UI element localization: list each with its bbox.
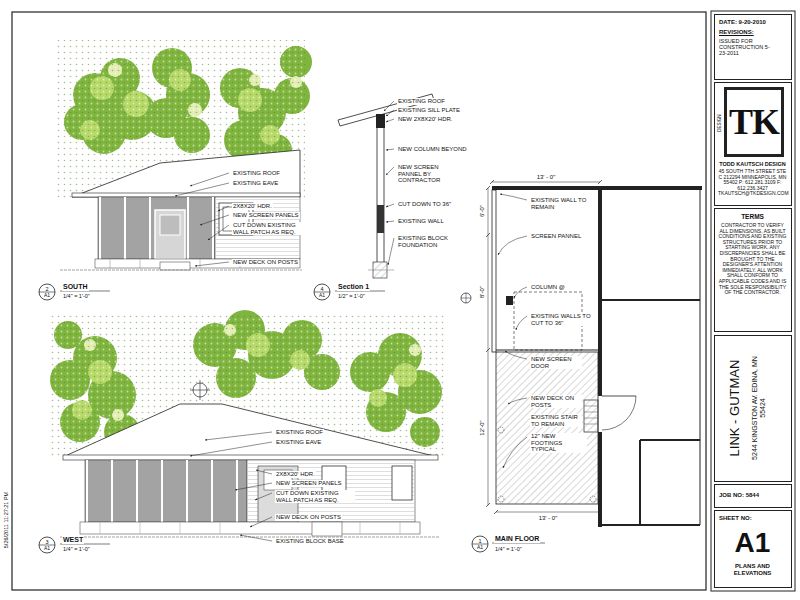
sheet-ref: A1 [476, 545, 484, 551]
view-number: 1 [477, 537, 482, 543]
view-number: 3 [44, 538, 49, 544]
sheet-border [12, 12, 706, 590]
sheet-number-label: SHEET NO: [719, 515, 752, 522]
sheet-ref: A1 [318, 293, 326, 299]
floor-plan [461, 180, 702, 527]
annotation: CUT DOWN EXISTING WALL PATCH AS REQ. [232, 222, 312, 235]
title-block-frame [711, 11, 795, 591]
scale-note: 1/4" = 1'-0" [494, 546, 523, 552]
firm-address: 45 SOUTH 7TH STREET STE C 212294 MINNEAP… [718, 169, 787, 197]
view-tag [314, 284, 385, 300]
revisions-heading: REVISIONS: [719, 29, 754, 36]
south-elevation [60, 150, 302, 270]
issue-date: DATE: 9-20-2010 [719, 19, 766, 26]
annotation: NEW SCREEN DOOR [530, 356, 582, 369]
scale-note: 1/4" = 1'-0" [62, 293, 91, 299]
annotation: EXISTING WALL TO REMAIN [530, 197, 594, 210]
annotation: NEW SCREEN PANELS [232, 212, 300, 219]
annotation: SCREEN PANNEL [530, 233, 582, 240]
sheet-number: A1 [715, 527, 790, 558]
project-address: 5244 KINGSTON AV. EDINA, MN 55424 [751, 349, 767, 467]
annotation: EXISTING SILL PLATE [397, 107, 461, 114]
title-block-cell: LINK - GUTMAN 5244 KINGSTON AV. EDINA, MN… [714, 335, 792, 482]
view-tag [472, 536, 545, 552]
title-block-cell: JOB NO: 5844 [714, 484, 792, 508]
plot-date: 5/26/2011 11:27:21 PM [3, 491, 9, 549]
scale-note: 1/2" = 1'-0" [337, 293, 366, 299]
sheet-title: PLANS AND ELEVATIONS [717, 563, 788, 576]
dimension: 13' - 0" [536, 174, 557, 181]
annotation: NEW DECK ON POSTS [275, 514, 342, 521]
annotation: EXISTING EAVE [275, 439, 322, 446]
annotation: NEW DECK ON POSTS [530, 395, 582, 408]
logo-mark: TK [724, 87, 784, 157]
sheet-ref: A1 [43, 293, 51, 299]
annotation: NEW 2X8X20' HDR. [397, 116, 454, 123]
view-number: 2 [44, 285, 49, 291]
west-elevation [60, 380, 440, 537]
title-block-cell: TERMS CONTRACTOR TO VERIFY ALL DIMENSIONS… [714, 208, 792, 332]
view-title: WEST [62, 536, 84, 544]
job-number: JOB NO: 5844 [719, 492, 759, 499]
annotation: EXISTING EAVE [232, 180, 279, 187]
terms-body: CONTRACTOR TO VERIFY ALL DIMENSIONS, AS … [718, 223, 787, 296]
terms-heading: TERMS [717, 213, 788, 220]
annotation: EXISTING STAIR TO REMAIN [530, 414, 582, 427]
firm-name: TODD KAUTSCH DESIGN [717, 161, 788, 167]
trees [50, 310, 445, 460]
annotation: NEW SCREEN PANNEL BY CONTRACTOR [397, 164, 461, 184]
annotation: EXISTING ROOF [232, 170, 281, 177]
view-tag [39, 537, 110, 553]
title-block-cell: DATE: 9-20-2010REVISIONS: ISSUED FOR CONS… [714, 14, 792, 80]
title-block-cell: SHEET NO: A1PLANS AND ELEVATIONS [714, 510, 792, 588]
leader-lines [498, 194, 527, 468]
annotation: 12" NEW FOOTINGS TYPICAL [530, 433, 587, 453]
view-title: Section 1 [337, 283, 370, 291]
logo-word: DESIGN [717, 114, 722, 131]
view-title: MAIN FLOOR [494, 535, 540, 543]
leader-lines [190, 432, 272, 541]
annotation: CUT DOWN TO 36" [397, 201, 452, 208]
annotation: EXISTING BLOCK FOUNDATION [397, 235, 461, 248]
view-title: SOUTH [62, 283, 89, 291]
revision-entry: ISSUED FOR CONSTRUCTION 5-23-2011 [719, 38, 775, 56]
annotation: 2X8X20' HDR. [275, 471, 316, 478]
annotation: EXISTING ROOF [397, 98, 446, 105]
title-block-cell: TKDESIGN TODD KAUTSCH DESIGN 45 SOUTH 7TH … [714, 82, 792, 206]
dimension: 6'-0" [479, 204, 486, 218]
annotation: EXISTING WALL [397, 218, 445, 225]
scale-note: 1/4" = 1'-0" [62, 546, 91, 552]
leader-lines [384, 101, 394, 265]
sheet-ref: A1 [43, 546, 51, 552]
annotation: EXISTING BLOCK BASE [275, 538, 345, 545]
annotation: COLUMN @ [530, 284, 566, 291]
dimension: 13' - 0" [538, 515, 559, 522]
annotation: NEW DECK ON POSTS [232, 259, 299, 266]
project-name: LINK - GUTMAN [728, 360, 743, 457]
annotation: EXISTING ROOF [275, 429, 324, 436]
dimension: 8'-0" [479, 285, 486, 299]
view-number: 4 [319, 285, 324, 291]
annotation: NEW SCREEN PANELS [275, 480, 343, 487]
annotation: EXISTING WALLS TO CUT TO 36" [530, 313, 594, 326]
view-tag [39, 284, 110, 300]
annotation: CUT DOWN EXISTING WALL PATCH AS REQ. [275, 490, 355, 503]
dimension: 12'-0" [479, 419, 486, 436]
annotation: NEW COLUMN BEYOND [397, 146, 468, 153]
trees [55, 40, 312, 200]
annotation: 2X8X20' HDR. [232, 203, 273, 210]
leader-lines [175, 173, 229, 266]
